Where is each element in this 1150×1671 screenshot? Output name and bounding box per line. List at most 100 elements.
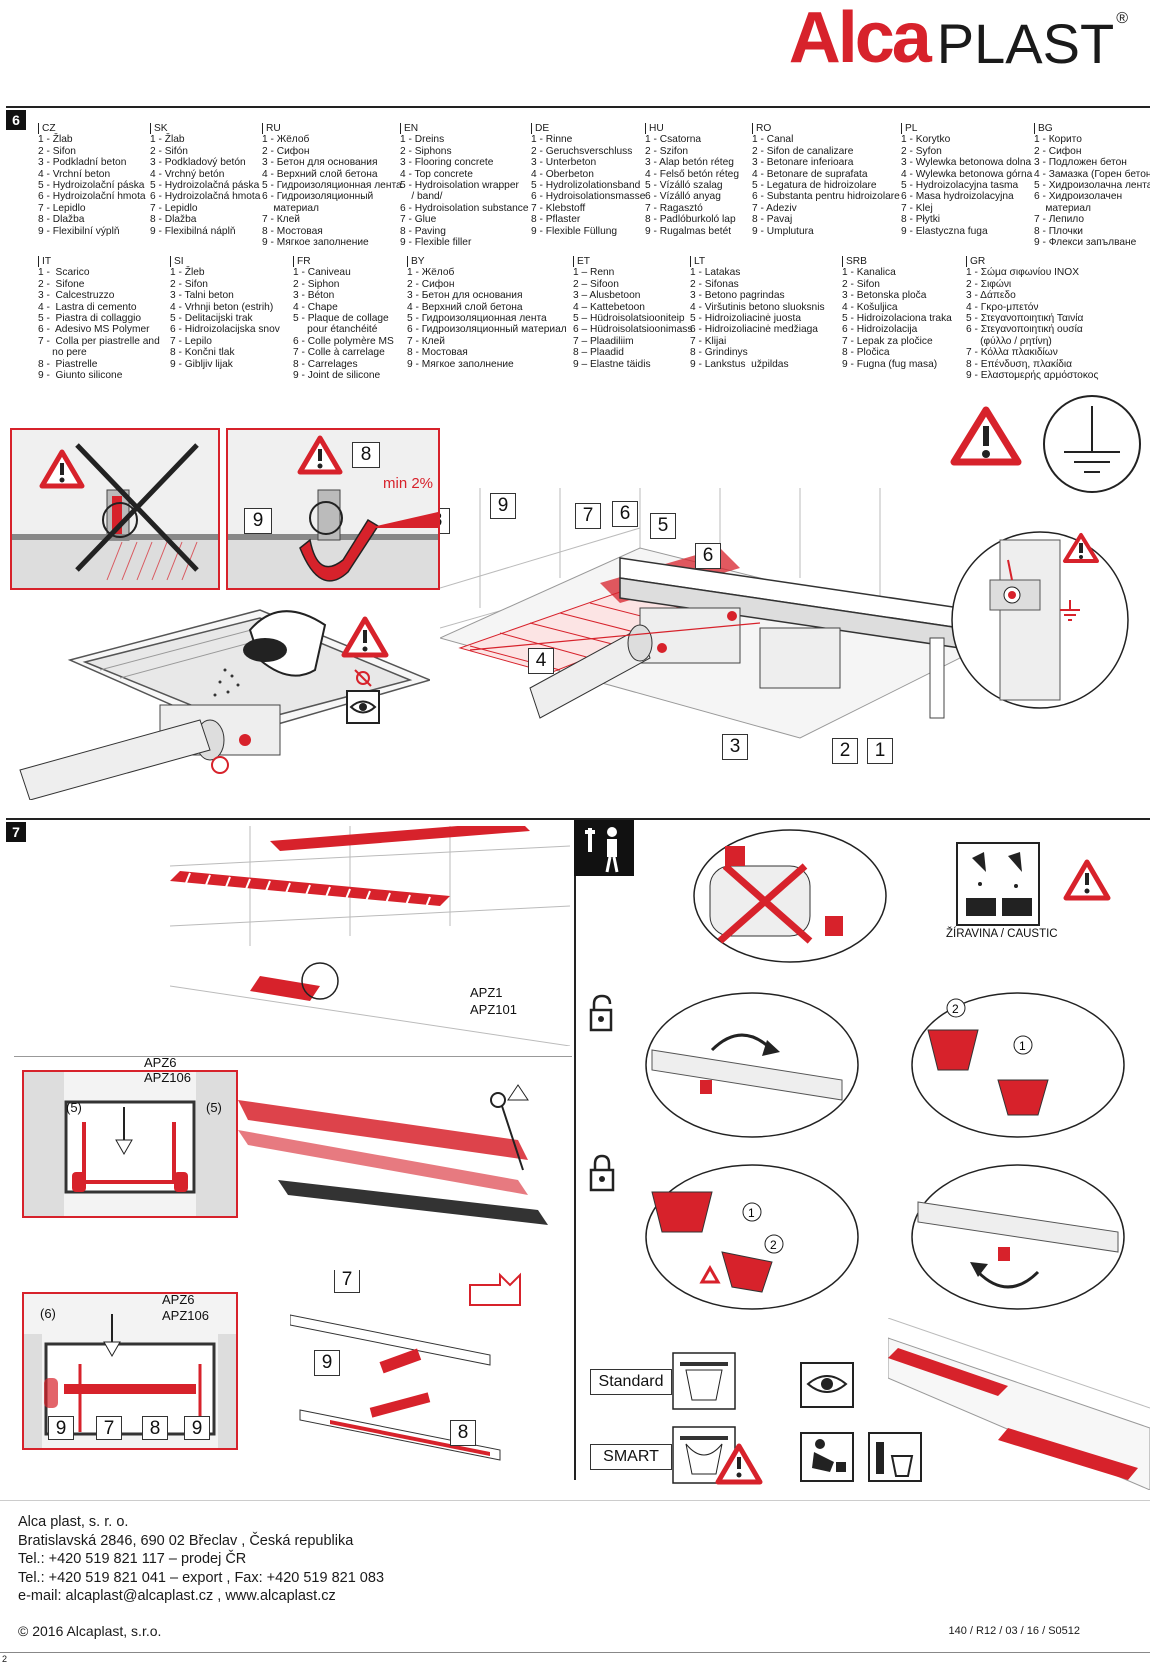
legend-item: (φύλλο / ρητίνη)	[966, 335, 1052, 347]
callout-3: 3	[722, 734, 748, 760]
legend-item: 7 - Κόλλα πλακιδίων	[966, 347, 1058, 359]
legend-item: 7 – Plaadiliim	[573, 335, 634, 347]
legend-item: 6 - Хидроизолачен	[1034, 191, 1123, 203]
legend-item: 8 - Grindinys	[690, 347, 748, 359]
legend-item: 2 - Sifon	[170, 278, 208, 290]
legend-item: 6 - Гидроизоляционный материал	[407, 324, 567, 336]
legend-item: 2 - Sifón	[150, 145, 188, 157]
phone-export: Tel.: +420 519 821 041 – export , Fax: +…	[18, 1569, 385, 1586]
legend-item: 1 - Жёлоб	[407, 267, 455, 279]
legend-item: 3 - Podkladový betón	[150, 157, 246, 169]
legend-item: 7 - Lepak za pločice	[842, 335, 933, 347]
svg-text:1: 1	[1019, 1039, 1026, 1053]
legend-item: 9 - Giunto silicone	[38, 370, 123, 382]
legend-item: 2 - Sifon	[842, 278, 880, 290]
document-code: 140 / R12 / 03 / 16 / S0512	[948, 1625, 1080, 1637]
legend-item: 1 - Žlab	[150, 134, 185, 146]
cleaning-person-icon	[800, 1432, 854, 1482]
legend-item: 3 - Talni beton	[170, 290, 234, 302]
section7-column-divider	[574, 820, 576, 1480]
legend-item: 6 - Substanta pentru hidroizolare	[752, 191, 900, 203]
grounding-detail	[951, 531, 1129, 709]
callout-8: 8	[440, 508, 450, 534]
unlock-step-1-illustration	[645, 992, 859, 1138]
legend-item: 3 - Flooring concrete	[400, 157, 494, 169]
legend-item: 1 - Csatorna	[645, 134, 702, 146]
email-web[interactable]: e-mail: alcaplast@alcaplast.cz , www.alc…	[18, 1588, 336, 1604]
cleaning-tools-icon	[868, 1432, 922, 1482]
legend-item: 6 - Colle polymère MS	[293, 335, 394, 347]
legend-item: pour étanchéité	[293, 324, 378, 336]
drain-pour-illustration	[10, 600, 430, 800]
legend-item: 9 - Flexible filler	[400, 237, 472, 249]
unlock-icon	[589, 994, 613, 1032]
legend-item: 9 - Elastyczna fuga	[901, 225, 988, 237]
legend-item: 2 - Сифон	[407, 278, 455, 290]
correct-installation-panel: min 2% 8 9	[226, 428, 440, 590]
legend-item: 5 - Vízálló szalag	[645, 180, 723, 192]
legend-item: 9 - Мягкое заполнение	[407, 358, 514, 370]
legend-item: 5 - Hydroizolacyjna tasma	[901, 180, 1019, 192]
legend-item: 2 - Syfon	[901, 145, 942, 157]
legend-item: 2 - Sifon de canalizare	[752, 145, 854, 157]
warning-icon	[297, 435, 343, 475]
callout-4: 4	[528, 648, 554, 674]
standard-siphon-icon	[672, 1352, 736, 1410]
legend-item: 3 - Δάπεδο	[966, 290, 1016, 302]
legend-item: 7 - Ragasztó	[645, 202, 703, 214]
grate-install-illustration	[170, 826, 570, 1046]
legend-item: 3 – Alusbetoon	[573, 290, 641, 302]
dim-5-right: (5)	[206, 1100, 222, 1115]
legend-item: 4 - Замазка (Горен бетон)	[1034, 168, 1150, 180]
legend-item: 4 - Vrchní beton	[38, 168, 111, 180]
min-slope-label: min 2%	[383, 475, 433, 492]
smart-label: SMART	[590, 1444, 672, 1470]
warning-icon	[715, 1443, 763, 1485]
legend-item: 9 - Joint de silicone	[293, 370, 381, 382]
callout-9: 9	[48, 1416, 74, 1440]
legend-item: 5 - Στεγανοποιητική Ταινία	[966, 313, 1084, 325]
legend-item: 2 - Sifone	[38, 278, 85, 290]
legend-item: 7 - Lepilo	[170, 335, 212, 347]
legend-item: 3 - Alap betón réteg	[645, 157, 734, 169]
legend-item: 5 - Hydroisolation wrapper	[400, 180, 519, 192]
legend-item: 8 - Мостовая	[262, 225, 323, 237]
legend-item: 1 - Žlab	[38, 134, 73, 146]
legend-item: 6 - Hidroizolacijska snov	[170, 324, 280, 336]
legend-item: 7 - Colle à carrelage	[293, 347, 385, 359]
svg-text:1: 1	[748, 1206, 755, 1220]
logo-plast: PLAST	[936, 12, 1115, 75]
legend-item: 6 - Vízálló anyag	[645, 191, 721, 203]
legend-item: 2 - Σιφώνι	[966, 278, 1012, 290]
legend-item: 2 - Siphons	[400, 145, 452, 157]
legend-item: 1 - Caniveau	[293, 267, 351, 279]
legend-item: 7 - Клей	[262, 214, 300, 226]
warning-icon	[341, 616, 389, 687]
logo-alca: Alca	[788, 0, 932, 78]
legend-item: 8 - Piastrelle	[38, 358, 98, 370]
bucket-icon	[243, 610, 327, 677]
company-name: Alca plast, s. r. o.	[18, 1514, 129, 1530]
legend-item: 4 - Betonare de suprafata	[752, 168, 868, 180]
legend-item: 1 - Σώμα σιφωνίου INOX	[966, 267, 1080, 279]
legend-item: 5 - Delitacijski trak	[170, 313, 253, 325]
legend-item: 4 - Lastra di cemento	[38, 301, 137, 313]
legend-item: 5 - Hydroizolační páska	[38, 180, 145, 192]
legend-language-code: CZ	[38, 123, 146, 135]
caustic-warning-illustration	[690, 826, 890, 966]
legend-item: 4 - Viršutinis betono sluoksnis	[690, 301, 825, 313]
lock-icon	[589, 1154, 615, 1192]
legend-item: 8 - Pločica	[842, 347, 890, 359]
legend-item: 6 - Гидроизоляционный	[262, 191, 374, 203]
section-number-6: 6	[6, 110, 26, 130]
legend-item: 3 - Бетон для основания	[407, 290, 523, 302]
standard-label: Standard	[590, 1369, 672, 1395]
legend-item: 5 - Хидроизолачна лента	[1034, 180, 1150, 192]
legend-item: 1 - Корито	[1034, 134, 1082, 146]
legend-item: 8 - Επένδυση, πλακίδια	[966, 358, 1073, 370]
legend-language-code: BG	[1034, 123, 1150, 135]
section-number-7: 7	[6, 822, 26, 842]
legend-item: 4 - Košuljica	[842, 301, 898, 313]
legend-item: / band/	[400, 191, 443, 203]
